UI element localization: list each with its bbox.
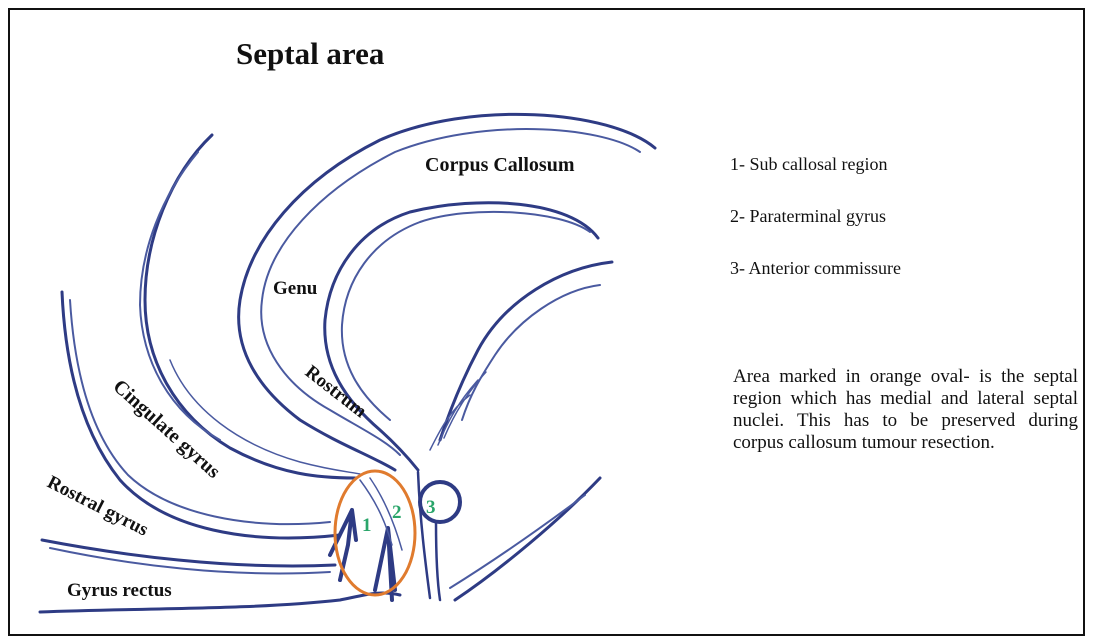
marker-3: 3 xyxy=(426,497,436,518)
fornix-outline xyxy=(440,262,612,440)
explanatory-note: Area marked in orange oval- is the septa… xyxy=(733,366,1078,454)
cingulate-gyrus-outer-line xyxy=(140,152,220,440)
lower-right-structure-line xyxy=(450,495,585,588)
legend-item-paraterminal: 2- Paraterminal gyrus xyxy=(730,202,901,230)
label-corpus-callosum: Corpus Callosum xyxy=(425,154,575,176)
septal-region-oval xyxy=(335,471,415,595)
legend-item-anterior-commissure: 3- Anterior commissure xyxy=(730,254,901,282)
legend: 1- Sub callosal region 2- Paraterminal g… xyxy=(730,150,901,306)
lamina-terminalis-right xyxy=(436,522,440,600)
corpus-callosum-inner-line xyxy=(342,212,590,420)
fornix-inner-line xyxy=(462,285,600,420)
marker-1: 1 xyxy=(362,515,372,536)
lower-right-structure xyxy=(455,478,600,600)
marker-2: 2 xyxy=(392,502,402,523)
label-gyrus-rectus: Gyrus rectus xyxy=(67,580,172,601)
label-genu: Genu xyxy=(273,278,318,299)
gyrus-rectus-upper xyxy=(42,540,335,566)
legend-item-sub-callosal: 1- Sub callosal region xyxy=(730,150,901,178)
